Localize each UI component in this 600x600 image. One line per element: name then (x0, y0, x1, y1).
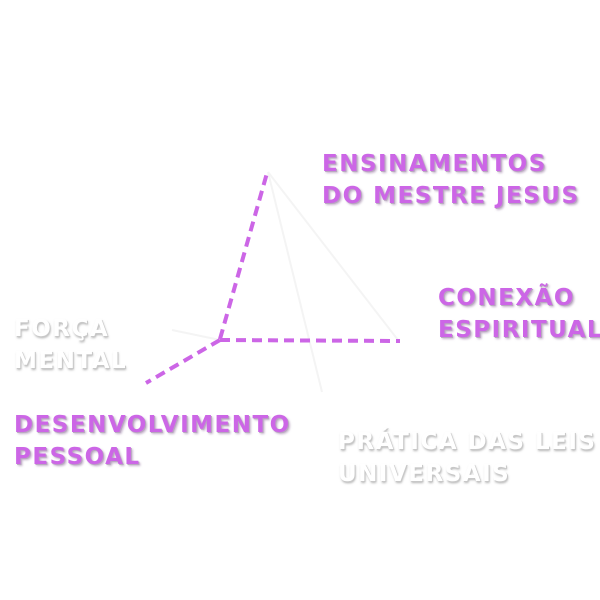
label-forca-line1: FORÇA (14, 316, 110, 342)
label-conexao-line2: ESPIRITUAL (438, 317, 600, 343)
dashed-line-to-ensinamentos (218, 172, 269, 340)
dashed-line-to-conexao (219, 338, 401, 343)
label-conexao-line1: CONEXÃO (438, 285, 575, 311)
label-forca-mental: FORÇA MENTAL (14, 313, 127, 377)
label-pratica-line2: UNIVERSAIS (338, 461, 511, 487)
label-desenvolvimento-line1: DESENVOLVIMENTO (14, 412, 291, 438)
faint-line-to-conexao (267, 171, 399, 341)
label-pratica-line1: PRÁTICA DAS LEIS (338, 429, 597, 455)
faint-line-to-pratica (267, 171, 323, 393)
dashed-line-to-desenvolvimento (144, 338, 222, 385)
label-pratica-das-leis-universais: PRÁTICA DAS LEIS UNIVERSAIS (338, 426, 596, 490)
faint-line-to-forca (171, 329, 221, 341)
label-conexao-espiritual: CONEXÃO ESPIRITUAL (438, 282, 600, 346)
label-ensinamentos-line2: DO MESTRE JESUS (322, 183, 580, 209)
label-desenvolvimento-pessoal: DESENVOLVIMENTO PESSOAL (14, 409, 291, 473)
label-ensinamentos-line1: ENSINAMENTOS (322, 151, 547, 177)
label-ensinamentos-do-mestre-jesus: ENSINAMENTOS DO MESTRE JESUS (322, 148, 580, 212)
label-desenvolvimento-line2: PESSOAL (14, 444, 141, 470)
label-forca-line2: MENTAL (14, 348, 128, 374)
